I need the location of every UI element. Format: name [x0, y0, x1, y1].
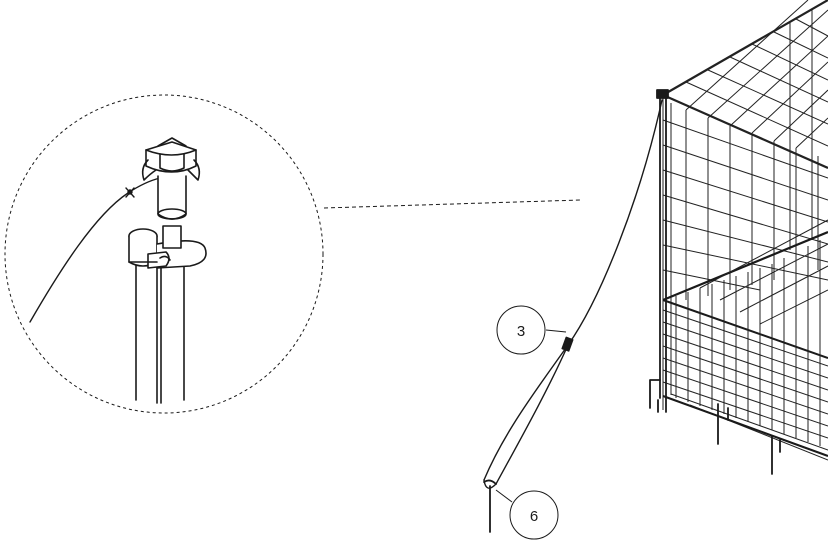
lower-mesh-grid: [662, 219, 828, 461]
ground-spikes: [649, 379, 781, 475]
detail-post: [135, 264, 185, 404]
callout-6-label: 6: [530, 508, 538, 525]
wire-knot: [125, 187, 135, 198]
callout-6-leader: [495, 489, 513, 503]
callout-3-label: 3: [517, 323, 525, 340]
guy-wire: [483, 99, 663, 489]
bottom-rail: [662, 395, 828, 457]
detail-leader-line: [323, 199, 581, 209]
insulator: [141, 137, 201, 249]
ground-peg: [483, 479, 497, 533]
fence-structure: [649, 0, 828, 475]
detail-guy-wire: [29, 177, 161, 323]
callout-3-leader: [545, 329, 567, 333]
detail-view: [4, 94, 581, 414]
upper-mesh-grid: [662, 0, 828, 410]
mid-rail: [662, 230, 828, 302]
detail-circle: [4, 94, 324, 414]
callout-6-circle: [509, 490, 559, 540]
callout-3-circle: [496, 305, 546, 355]
callout-6: 6: [495, 489, 559, 540]
mid-rail-front: [662, 299, 828, 359]
callout-3: 3: [496, 305, 567, 355]
corner-post: [656, 89, 669, 399]
